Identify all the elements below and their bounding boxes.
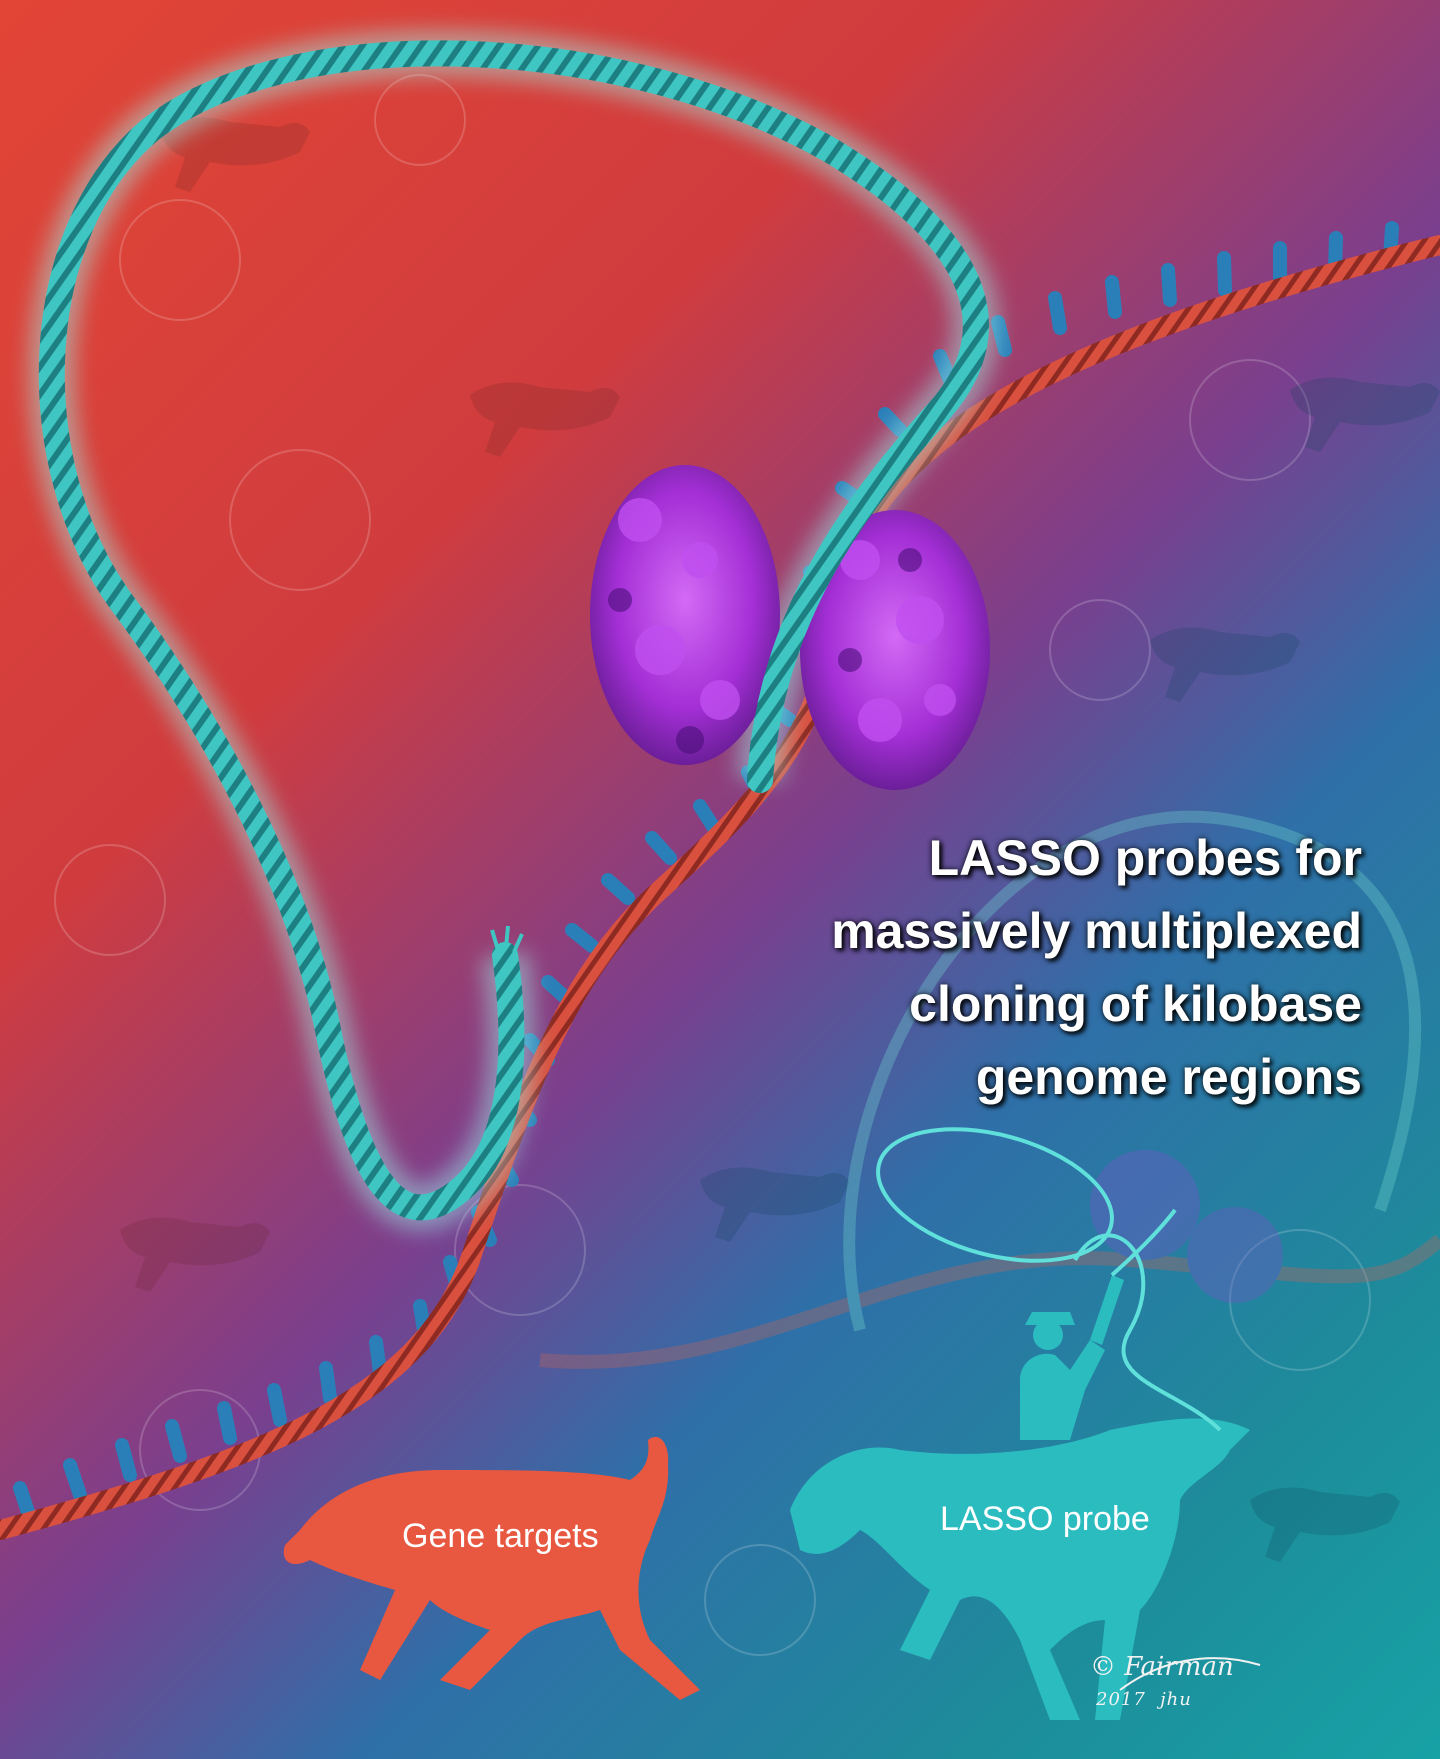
signature-name: Fairman <box>1124 1652 1234 1682</box>
title-line-1: LASSO probes for <box>928 830 1362 886</box>
gene-targets-silhouette <box>283 1436 700 1700</box>
artist-signature: © Fairman 2017 jhu <box>1090 1652 1234 1712</box>
lasso-probe-silhouette <box>790 1275 1250 1720</box>
background-horse-silhouettes <box>120 117 620 1292</box>
gene-targets-label: Gene targets <box>402 1517 599 1555</box>
poster-title: LASSO probes for massively multiplexed c… <box>722 822 1362 1114</box>
dna-strand-red <box>0 235 1440 1540</box>
signature-initials: jhu <box>1160 1689 1192 1710</box>
lasso-probe-label: LASSO probe <box>940 1500 1150 1538</box>
title-line-3: cloning of kilobase <box>909 976 1362 1032</box>
background-horse-silhouettes-teal <box>700 377 1440 1562</box>
signature-flourish <box>1119 1657 1261 1691</box>
lasso-rope-teal <box>38 40 989 1221</box>
thrown-lasso-loop <box>876 1127 1222 1432</box>
signature-year: 2017 <box>1096 1689 1146 1710</box>
lasso-rope-frayed-end <box>490 925 524 953</box>
copyright-symbol: © <box>1090 1652 1116 1682</box>
title-line-2: massively multiplexed <box>831 903 1362 959</box>
lasso-rope-front-segment <box>747 397 953 793</box>
title-line-4: genome regions <box>975 1049 1362 1105</box>
protein-complex <box>590 465 990 790</box>
